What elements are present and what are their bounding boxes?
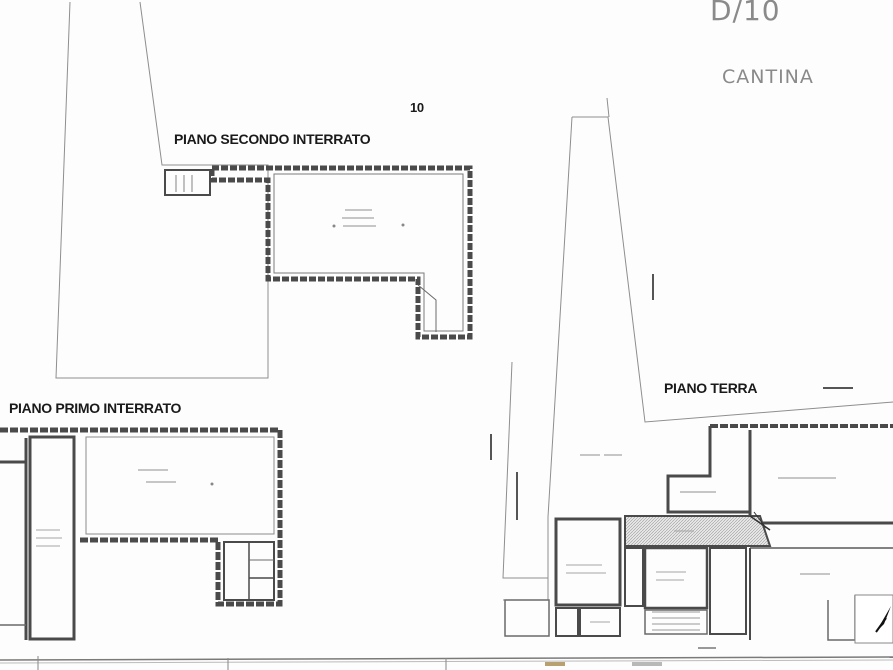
floor-title-ground: PIANO TERRA	[664, 380, 758, 396]
handwritten-code: D/10	[710, 0, 781, 27]
dimension-marks	[490, 274, 654, 520]
floor-title-second-basement: PIANO SECONDO INTERRATO	[174, 131, 371, 147]
second-basement-plan	[164, 165, 473, 340]
handwritten-note: CANTINA	[722, 66, 814, 88]
ground-floor-plan	[504, 387, 893, 641]
first-basement-plan	[0, 427, 283, 641]
unit-label: 10	[410, 100, 424, 115]
cellar-walls	[209, 165, 473, 340]
road-line	[0, 647, 893, 670]
stair-room	[164, 169, 211, 196]
north-arrow-icon	[854, 594, 893, 644]
floor-title-first-basement: PIANO PRIMO INTERRATO	[9, 400, 182, 416]
plot-outline-upper-left	[55, 1, 269, 379]
